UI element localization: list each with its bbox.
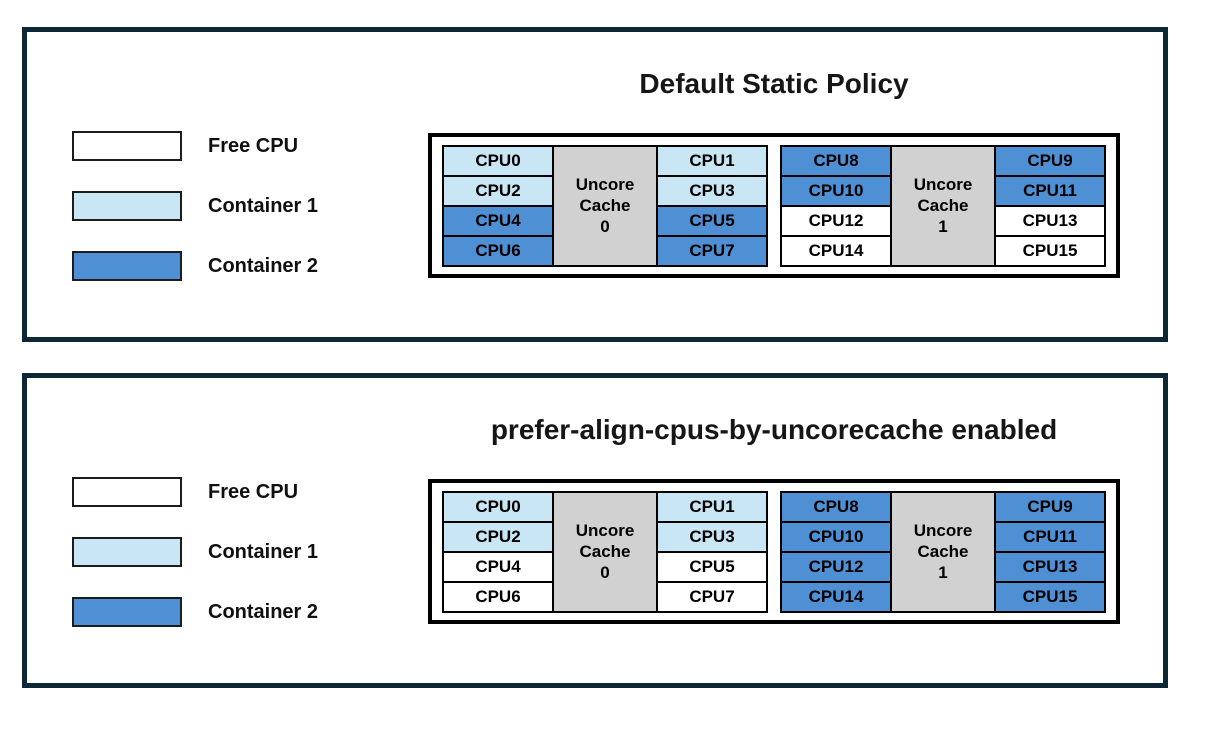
cpu-cell-cpu9: CPU9 [994,490,1106,523]
uncore-cache-label-line: 0 [600,217,610,237]
cpu-cell-cpu7: CPU7 [656,580,768,613]
legend: Free CPU Container 1 Container 2 [72,477,318,657]
cpu-cell-cpu15: CPU15 [994,234,1106,267]
legend-row-container1: Container 1 [72,191,318,221]
legend-label: Container 1 [208,194,319,217]
legend-swatch-container1 [72,537,182,567]
uncore-cache-label-line: 0 [600,563,610,583]
cpu-cell-cpu1: CPU1 [656,490,768,523]
uncore-cache-label-line: Uncore [575,520,635,540]
cpu-cell-cpu0: CPU0 [442,144,554,177]
cpu-cell-cpu3: CPU3 [656,174,768,207]
cpu-cell-cpu0: CPU0 [442,490,554,523]
legend-row-container2: Container 2 [72,251,318,281]
legend-swatch-free [72,477,182,507]
cpu-cell-cpu13: CPU13 [994,204,1106,237]
legend-label: Free CPU [208,134,299,157]
panel-prefer-align-uncorecache-enabled: prefer-align-cpus-by-uncorecache enabled… [22,373,1168,688]
cpu-cell-cpu11: CPU11 [994,520,1106,553]
legend: Free CPU Container 1 Container 2 [72,131,318,311]
cpu-cell-cpu5: CPU5 [656,550,768,583]
panel-title: prefer-align-cpus-by-uncorecache enabled [490,414,1058,445]
cpu-cell-cpu3: CPU3 [656,520,768,553]
cpu-cell-cpu13: CPU13 [994,550,1106,583]
cpu-cell-cpu10: CPU10 [780,520,892,553]
cpu-cell-cpu6: CPU6 [442,580,554,613]
legend-label: Container 2 [208,254,319,277]
legend-label: Container 1 [208,540,319,563]
cpu-cell-cpu14: CPU14 [780,580,892,613]
cpu-cell-cpu2: CPU2 [442,174,554,207]
uncore-cache-label-line: Cache [917,541,969,561]
cpu-cell-cpu15: CPU15 [994,580,1106,613]
legend-row-container1: Container 1 [72,537,318,567]
cpu-cell-cpu5: CPU5 [656,204,768,237]
cpu-cell-cpu6: CPU6 [442,234,554,267]
cpu-cell-cpu4: CPU4 [442,204,554,237]
cpu-cell-cpu8: CPU8 [780,490,892,523]
uncore-cache-label-line: Uncore [913,174,973,194]
legend-label: Container 2 [208,600,319,623]
legend-row-free: Free CPU [72,477,318,507]
cpu-cell-cpu10: CPU10 [780,174,892,207]
uncore-cache-label-line: 1 [938,217,948,237]
cpu-cell-cpu1: CPU1 [656,144,768,177]
legend-swatch-free [72,131,182,161]
uncore-cache-label-line: Cache [579,541,631,561]
uncore-cache-label-line: Uncore [575,174,635,194]
legend-label: Free CPU [208,480,299,503]
legend-swatch-container1 [72,191,182,221]
uncore-cache-label-line: Uncore [913,520,973,540]
legend-swatch-container2 [72,251,182,281]
cpu-cell-cpu2: CPU2 [442,520,554,553]
legend-row-container2: Container 2 [72,597,318,627]
legend-row-free: Free CPU [72,131,318,161]
uncore-cache-label-line: Cache [917,195,969,215]
cpu-cell-cpu12: CPU12 [780,204,892,237]
cpu-cell-cpu7: CPU7 [656,234,768,267]
cpu-cell-cpu12: CPU12 [780,550,892,583]
cpu-cell-cpu8: CPU8 [780,144,892,177]
cpu-cell-cpu9: CPU9 [994,144,1106,177]
uncore-cache-label-line: 1 [938,563,948,583]
cpu-cell-cpu4: CPU4 [442,550,554,583]
cpu-cell-cpu14: CPU14 [780,234,892,267]
panel-title: Default Static Policy [639,68,909,99]
cpu-cell-cpu11: CPU11 [994,174,1106,207]
legend-swatch-container2 [72,597,182,627]
uncore-cache-label-line: Cache [579,195,631,215]
